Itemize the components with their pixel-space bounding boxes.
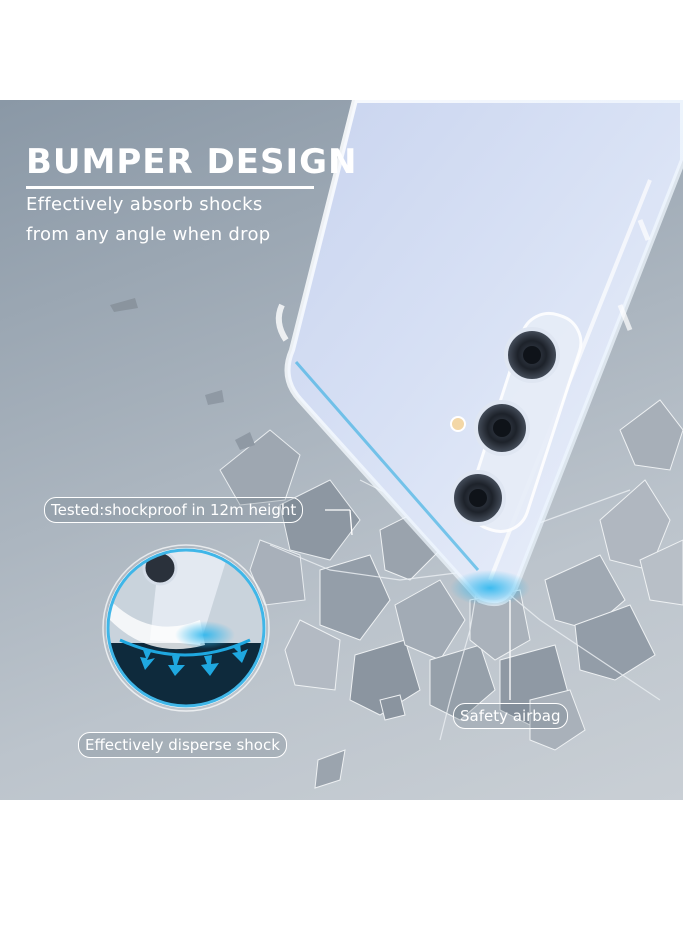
callout-tested: Tested:shockproof in 12m height xyxy=(44,497,304,523)
callout-airbag: Safety airbag xyxy=(453,703,568,729)
impact-arrow-icon xyxy=(140,643,248,676)
rock-shard xyxy=(574,604,656,681)
rock-shard xyxy=(639,539,683,606)
rock-shard xyxy=(429,644,496,721)
camera-flash-icon xyxy=(450,416,466,432)
rock-shard xyxy=(619,399,683,471)
callout-disperse: Effectively disperse shock xyxy=(78,732,287,758)
rock-shard xyxy=(235,432,255,450)
phone-case-illustration xyxy=(275,100,683,606)
rock-shard xyxy=(314,749,346,789)
rock-shard xyxy=(379,694,406,721)
headline: BUMPER DESIGN xyxy=(26,142,358,182)
rock-shard xyxy=(394,579,466,661)
headline-underline xyxy=(26,186,314,189)
rock-shard xyxy=(599,479,671,571)
subtitle: Effectively absorb shocks from any angle… xyxy=(26,194,271,245)
rock-shard xyxy=(110,298,138,312)
rock-shard xyxy=(205,390,224,405)
rock-shard xyxy=(279,479,361,561)
zoom-inset xyxy=(102,544,270,712)
rock-shard xyxy=(219,429,301,506)
rock-shard xyxy=(249,539,306,606)
scene-illustration xyxy=(102,100,683,789)
product-banner: BUMPER DESIGN Effectively absorb shocks … xyxy=(0,100,683,800)
rock-shard xyxy=(284,619,341,691)
callout-lines xyxy=(325,509,511,700)
rock-shard xyxy=(319,554,391,641)
